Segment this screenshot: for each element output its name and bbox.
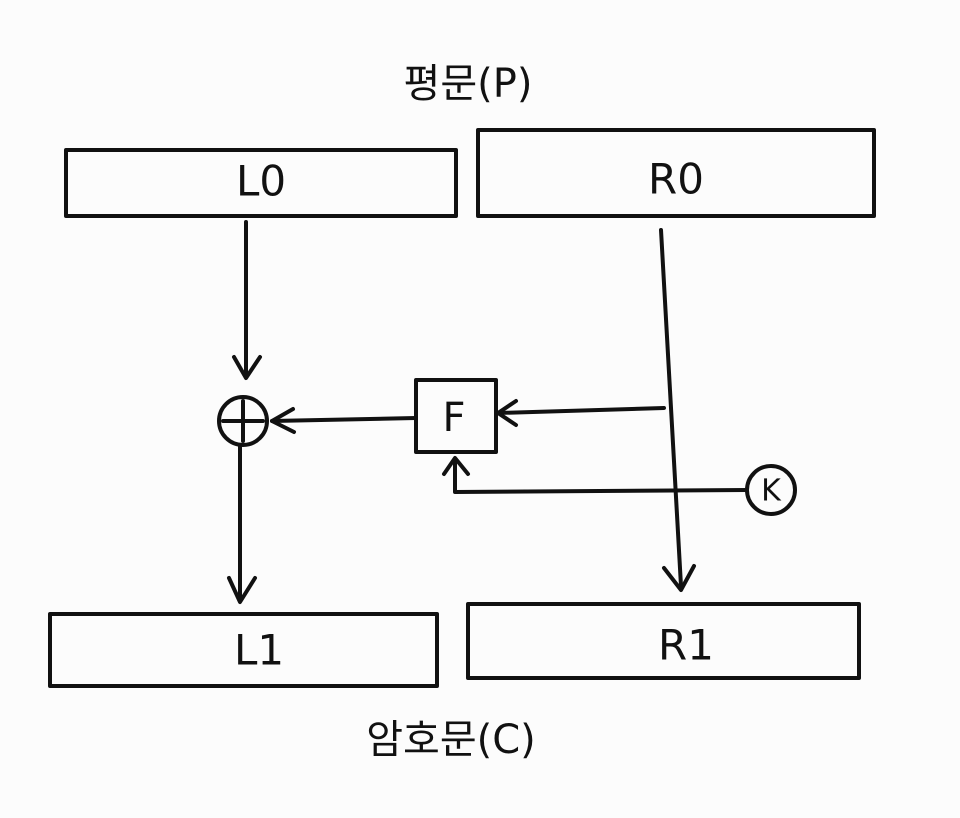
key-to-f-arrowhead (442, 456, 470, 476)
r0-to-r1-line (659, 228, 683, 588)
l1-label: L1 (234, 626, 284, 675)
f-function-label: F (442, 395, 465, 441)
f-to-xor-arrowhead (270, 407, 296, 434)
r0-to-r1-arrowhead (662, 564, 696, 592)
l0-block (64, 148, 458, 218)
xor-circle (217, 395, 269, 447)
r0-label: R0 (648, 155, 704, 204)
xor-to-l1-arrowhead (227, 576, 257, 604)
r0-to-f-arrowhead (496, 399, 518, 427)
key-to-f-line (453, 458, 749, 494)
l0-label: L0 (236, 157, 286, 206)
f-to-xor-line (270, 416, 418, 423)
l1-block (48, 612, 439, 688)
plaintext-title: 평문(P) (404, 61, 533, 107)
ciphertext-title: 암호문(C) (366, 717, 536, 763)
r1-label: R1 (658, 621, 714, 670)
r1-block (466, 602, 861, 680)
r0-block (476, 128, 876, 218)
key-label: K (761, 474, 782, 509)
l0-to-xor-arrowhead (232, 355, 262, 380)
r0-to-f-line (496, 406, 666, 415)
xor-icon (221, 399, 265, 443)
